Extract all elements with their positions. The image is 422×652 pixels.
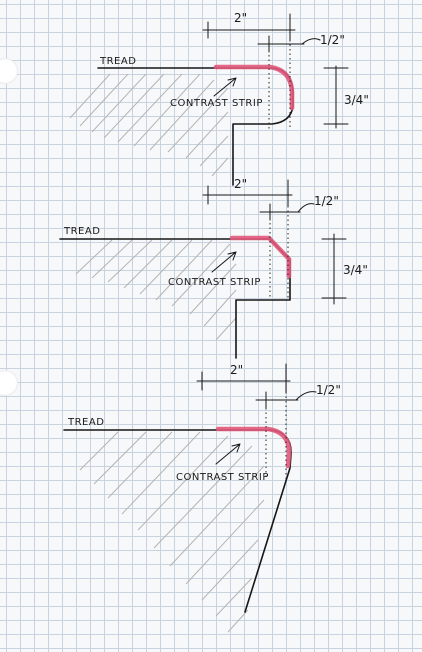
diagram-3-offset-dimension: 1/2" [316,383,341,397]
diagram-2: 2" 1/2" 3/4" TREAD CONTRAST STRIP [59,177,368,359]
diagram-2-hatching [75,239,237,341]
diagram-1-contrast-strip [213,64,295,111]
diagram-1-width-dimension: 2" [234,11,247,25]
diagram-1-tread-profile [97,67,294,186]
diagram-2-leader-arrow [211,251,237,273]
diagram-2-strip-label: CONTRAST STRIP [168,277,261,288]
diagram-1-hatching [69,73,229,177]
diagram-1-offset-dimension: 1/2" [320,33,345,47]
diagram-3-leader-arrow [215,443,241,465]
diagram-3-tread-profile [63,429,292,613]
diagram-1-leader-arrow [213,77,237,97]
diagram-1-strip-label: CONTRAST STRIP [170,98,263,109]
diagram-2-height-dimension: 3/4" [343,263,368,277]
diagram-1: 2" 1/2" 3/4" TREAD CONTRAST STRIP [69,11,369,186]
diagram-2-offset-dimension: 1/2" [314,194,339,208]
diagram-1-tread-label: TREAD [99,56,136,67]
diagram-3-tread-label: TREAD [67,417,104,428]
diagram-3-hatching [79,431,265,633]
binder-hole-bottom [0,370,18,396]
binder-hole-top [0,58,18,84]
diagram-2-width-dimension: 2" [234,177,247,191]
diagram-3-strip-label: CONTRAST STRIP [176,472,269,483]
diagram-2-tread-label: TREAD [63,226,100,237]
diagram-3: 2" 1/2" TREAD CONTRAST STRIP [63,363,341,633]
diagram-1-height-dimension: 3/4" [344,93,369,107]
diagram-2-contrast-strip [229,235,292,279]
diagram-3-contrast-strip [215,426,292,469]
diagram-3-width-dimension: 2" [230,363,243,377]
